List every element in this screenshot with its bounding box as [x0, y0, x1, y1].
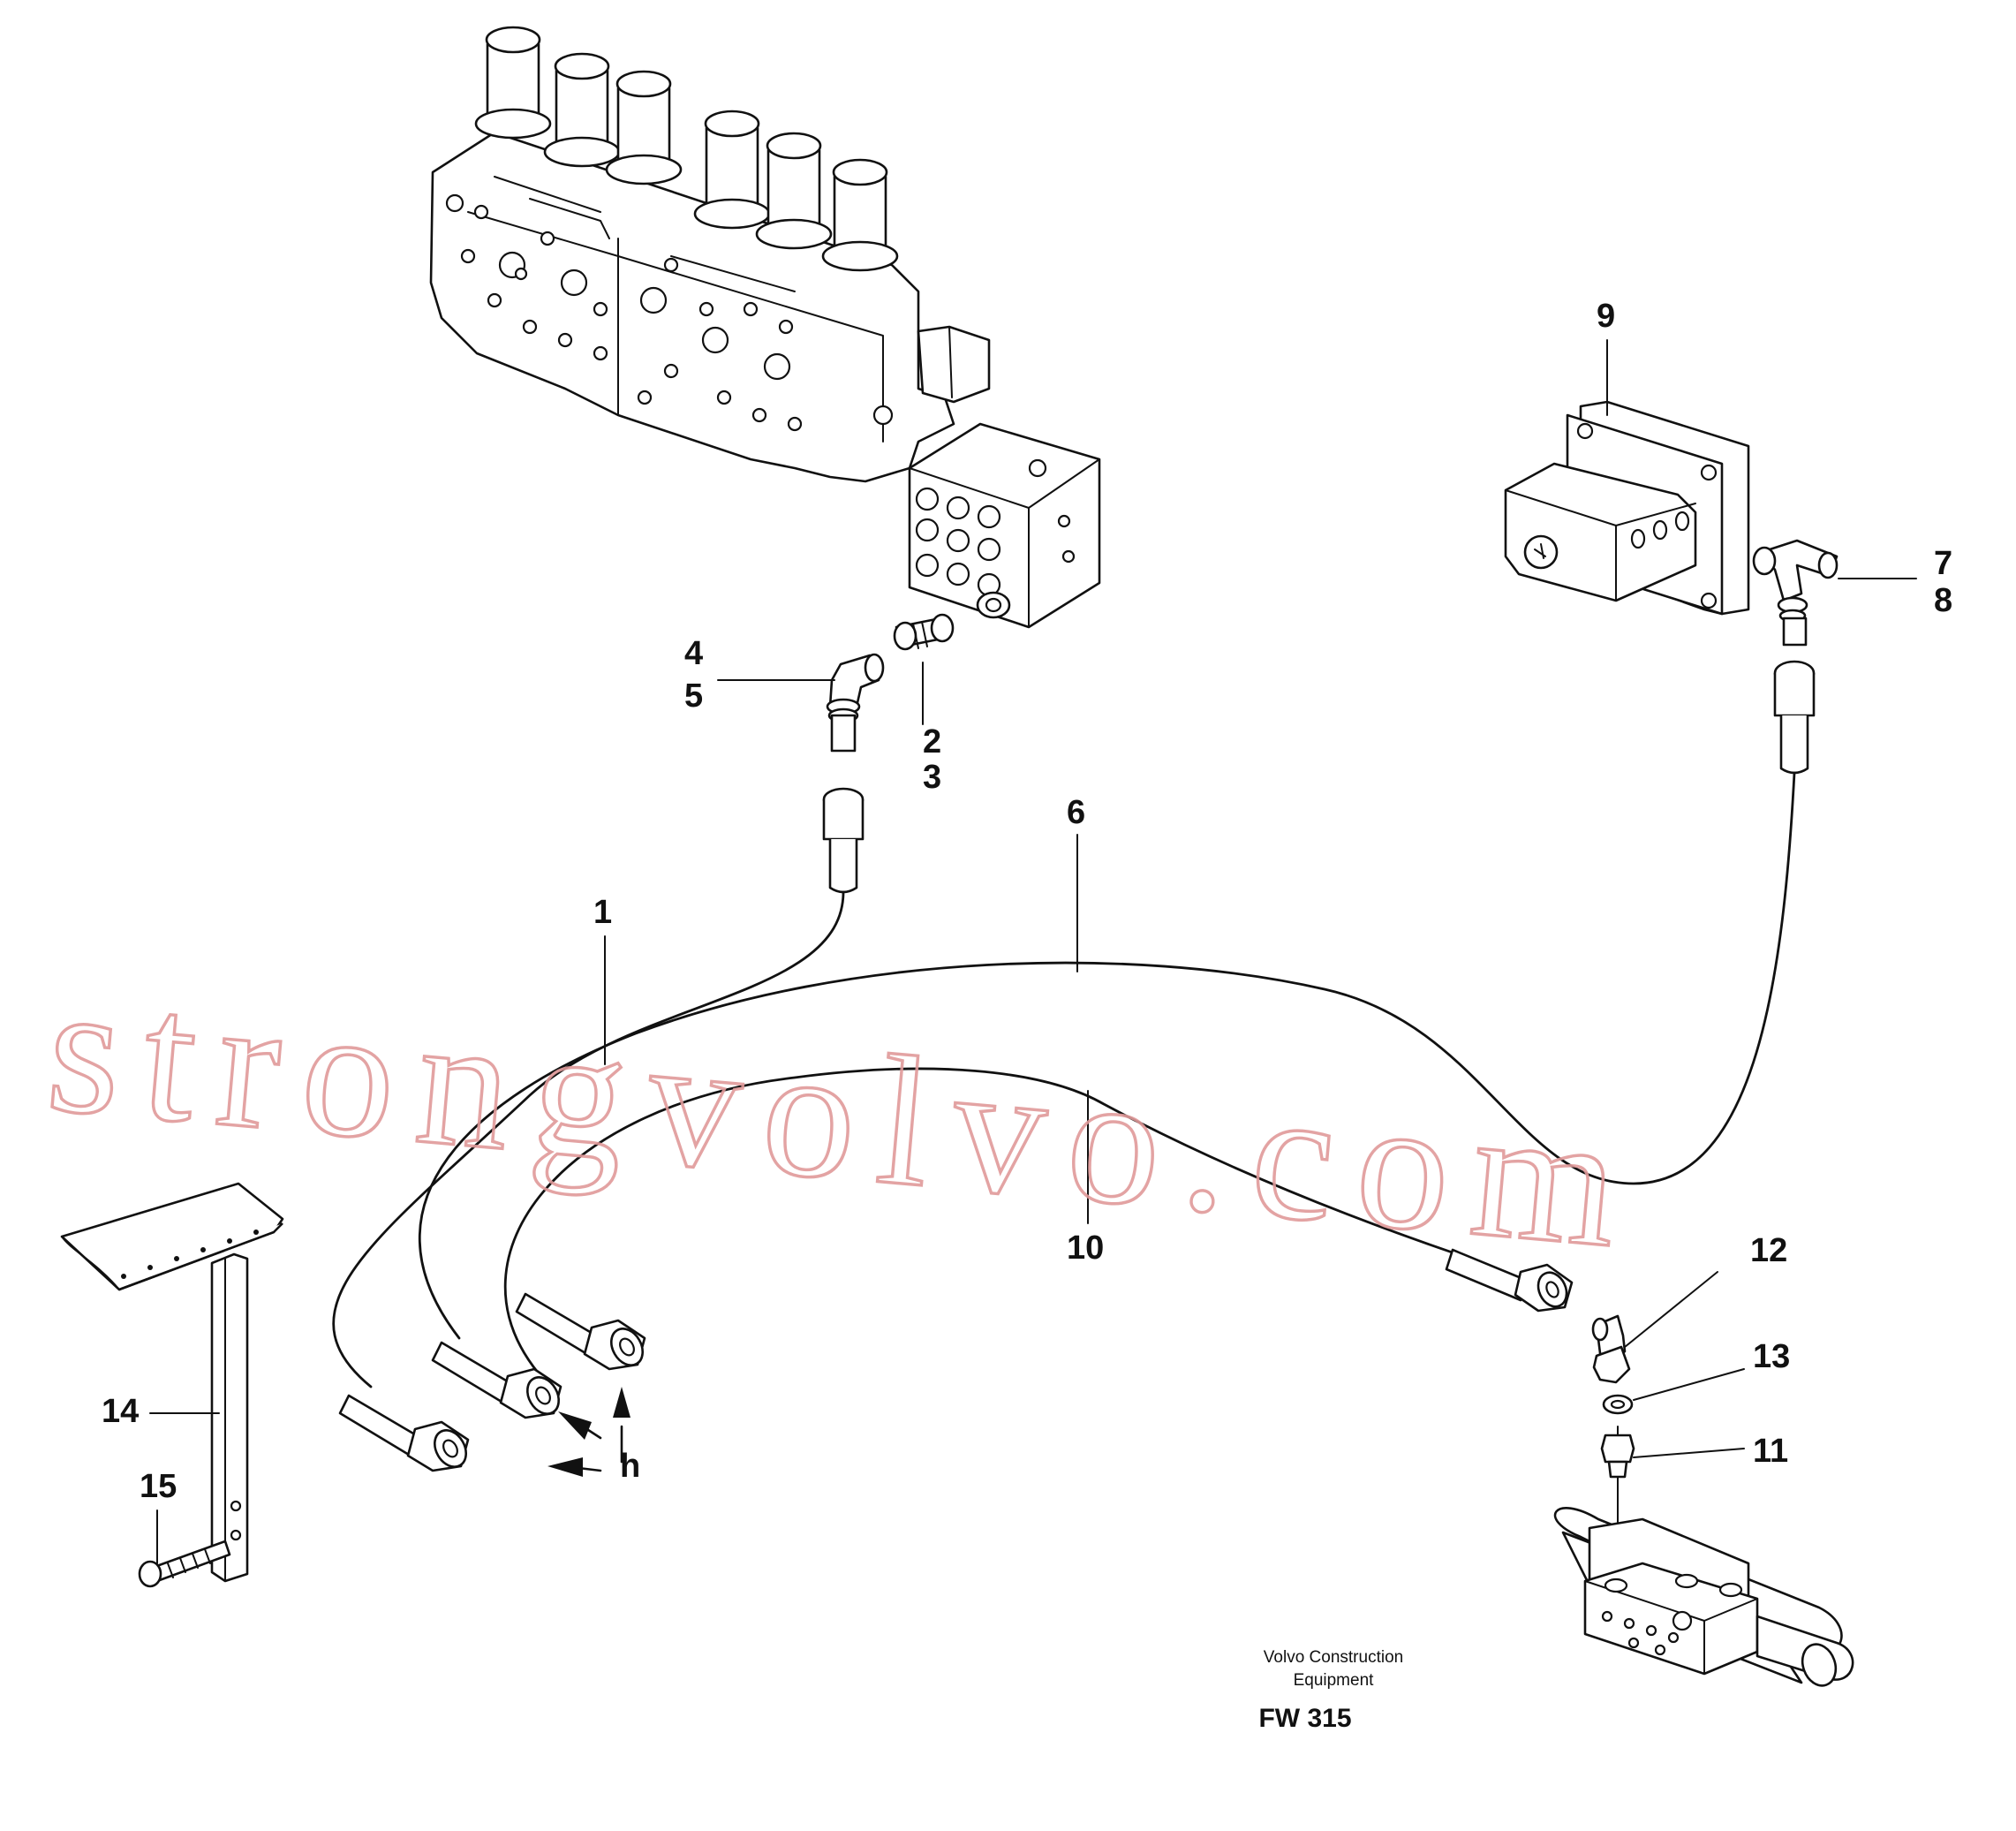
drawing-code: FW 315: [1258, 1704, 1351, 1733]
distribution-block: [908, 422, 1101, 629]
callout-3: 3: [923, 759, 941, 796]
washer-13: [1602, 1394, 1634, 1415]
solenoid-3: [605, 70, 683, 185]
solenoid-2: [543, 52, 621, 168]
hose-end-c: [515, 1292, 646, 1371]
company-name-line2: Equipment: [1294, 1671, 1375, 1690]
callout-8: 8: [1934, 582, 1952, 619]
callout-labels: 1 2 3 4 5 6 7 8 9 10 11 12 13 14 15: [102, 298, 1952, 1505]
elbow-fitting-12: [1591, 1314, 1631, 1384]
leader-lines: [149, 339, 1917, 1564]
view-marker-label: h: [620, 1448, 640, 1485]
bracket-14: [60, 1182, 284, 1583]
callout-10: 10: [1067, 1229, 1104, 1267]
callout-15: 15: [140, 1468, 177, 1505]
callout-9: 9: [1597, 298, 1615, 335]
callout-2: 2: [923, 723, 941, 760]
drawing-footer: Volvo Construction Equipment FW 315: [1258, 1648, 1403, 1733]
hose-10: [503, 1067, 1485, 1375]
pressure-unit-9: [1504, 400, 1750, 616]
control-valve-assembly: [429, 26, 991, 483]
view-arrow-h: h: [547, 1387, 640, 1485]
tee-fitting-7-8: [1752, 539, 1839, 623]
callout-6: 6: [1067, 794, 1085, 831]
company-name-line1: Volvo Construction: [1264, 1648, 1403, 1667]
manifold-tube: [1553, 1507, 1854, 1687]
solenoid-4: [693, 110, 771, 230]
hose-6: [418, 617, 1816, 1340]
hose-1: [332, 714, 865, 1388]
callout-5: 5: [684, 677, 703, 715]
hose-end-b: [431, 1341, 563, 1419]
watermark-text: strongvolvo.com: [41, 945, 1649, 1289]
callout-13: 13: [1753, 1338, 1790, 1375]
callout-14: 14: [102, 1393, 139, 1430]
hose-end-d: [1445, 1248, 1574, 1313]
solenoid-1: [474, 26, 552, 140]
callout-4: 4: [684, 635, 703, 672]
elbow-fitting-4-5: [826, 653, 885, 723]
callout-7: 7: [1934, 545, 1952, 582]
screw-15: [138, 1540, 231, 1588]
callout-12: 12: [1750, 1232, 1787, 1269]
callout-11: 11: [1753, 1433, 1788, 1470]
hose-end-a: [338, 1394, 470, 1472]
callout-1: 1: [593, 894, 612, 931]
solenoid-5: [755, 132, 833, 250]
watermark: strongvolvo.com: [39, 943, 1650, 1290]
solenoid-6: [821, 158, 899, 272]
adapter-fitting-2-3: [893, 613, 955, 651]
